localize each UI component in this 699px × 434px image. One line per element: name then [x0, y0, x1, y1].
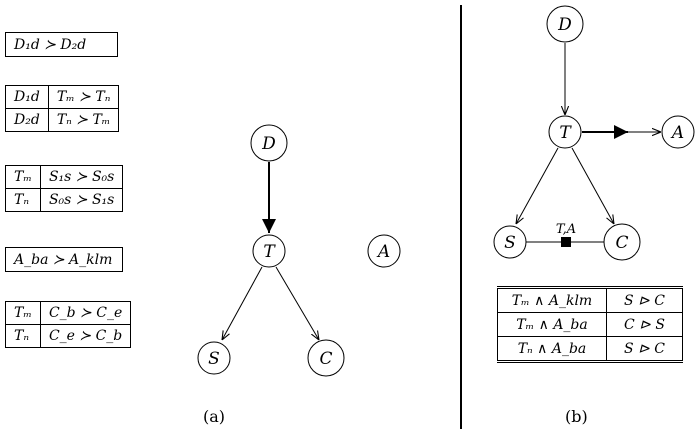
pref-box-a: A_ba ≻ A_klm [5, 247, 123, 272]
table-cell: C_b ≻ C_e [39, 301, 132, 325]
node-a [367, 234, 401, 268]
node-a-b-label: A [670, 123, 684, 143]
node-t [252, 234, 286, 268]
table-cell: Tₘ [5, 301, 41, 325]
node-s [197, 341, 231, 375]
table-cell: Tₘ ≻ Tₙ [47, 85, 120, 109]
node-s-label: S [208, 349, 220, 369]
edge-t-c [275, 266, 319, 340]
caption-a: (a) [203, 407, 226, 426]
table-row: Tₙ C_e ≻ C_b [5, 324, 132, 348]
edge-t-c-b [571, 147, 614, 224]
diagram-b: T,A D T S C A [493, 5, 695, 261]
node-c-b [603, 223, 641, 261]
table-row: Tₘ C_b ≻ C_e [5, 301, 132, 325]
edge-factor-square [561, 237, 571, 247]
pref-box-d: D₁d ≻ D₂d [5, 32, 118, 57]
table-cell: Tₙ [5, 324, 41, 348]
table-cell: Tₘ ∧ A_klm [497, 287, 607, 313]
node-s-b [493, 225, 527, 259]
pref-table-s: Tₘ S₁s ≻ S₀s Tₙ S₀s ≻ S₁s [5, 165, 124, 212]
panel-divider [460, 5, 462, 429]
node-d-b [546, 5, 584, 43]
node-c [307, 339, 345, 377]
table-row: Tₘ ∧ A_klm S ⊳ C [497, 287, 683, 313]
table-cell: Tₙ [5, 188, 41, 212]
node-t-label: T [263, 242, 276, 262]
table-cell: D₂d [5, 108, 49, 132]
table-row: D₁d Tₘ ≻ Tₙ [5, 85, 120, 109]
table-cell: S₁s ≻ S₀s [39, 165, 124, 189]
table-cell: C_e ≻ C_b [39, 324, 132, 348]
edge-t-s-b [516, 147, 559, 224]
table-row: Tₙ S₀s ≻ S₁s [5, 188, 124, 212]
table-cell: S ⊳ C [606, 287, 683, 313]
node-s-b-label: S [504, 233, 516, 253]
table-cell: Tₘ ∧ A_ba [497, 312, 607, 337]
table-cell: S ⊳ C [606, 336, 683, 362]
caption-b: (b) [565, 407, 588, 426]
edge-t-s [222, 266, 263, 340]
table-row: D₂d Tₙ ≻ Tₘ [5, 108, 120, 132]
pref-box-d-text: D₁d ≻ D₂d [14, 36, 87, 53]
decision-table: Tₘ ∧ A_klm S ⊳ C Tₘ ∧ A_ba C ⊳ S Tₙ ∧ A_… [497, 286, 683, 363]
pref-table-d: D₁d Tₘ ≻ Tₙ D₂d Tₙ ≻ Tₘ [5, 85, 120, 132]
table-row: Tₙ ∧ A_ba S ⊳ C [497, 336, 683, 362]
pref-table-c: Tₘ C_b ≻ C_e Tₙ C_e ≻ C_b [5, 301, 132, 348]
node-c-label: C [319, 349, 332, 369]
diagram-a: D T S C A [197, 124, 401, 377]
table-cell: Tₙ ∧ A_ba [497, 336, 607, 362]
table-cell: S₀s ≻ S₁s [39, 188, 124, 212]
node-t-b-label: T [559, 123, 572, 143]
node-c-b-label: C [615, 233, 628, 253]
table-row: Tₘ S₁s ≻ S₀s [5, 165, 124, 189]
pref-box-a-text: A_ba ≻ A_klm [14, 251, 113, 268]
table-row: Tₘ ∧ A_ba C ⊳ S [497, 312, 683, 337]
node-d-b-label: D [557, 15, 572, 35]
edge-label: T,A [556, 222, 576, 237]
node-t-b [548, 115, 582, 149]
node-a-b [661, 115, 695, 149]
node-d-label: D [261, 134, 276, 154]
table-cell: Tₙ ≻ Tₘ [47, 108, 120, 132]
table-cell: C ⊳ S [606, 312, 683, 337]
node-a-label: A [376, 242, 390, 262]
node-d [250, 124, 288, 162]
table-cell: D₁d [5, 85, 49, 109]
